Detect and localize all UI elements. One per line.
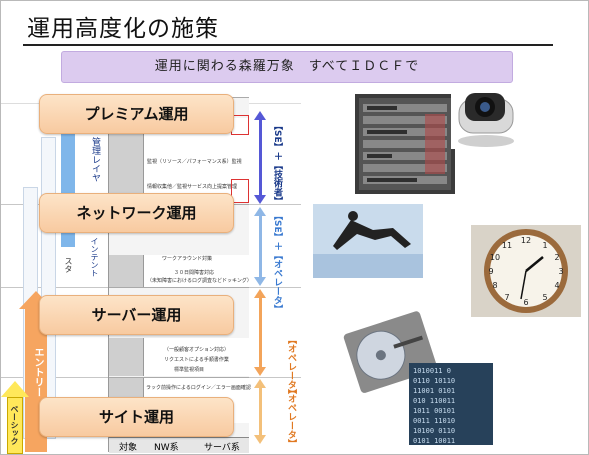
site-operation-pill: サイト運用 [39,397,234,437]
binary-code-photo: 1010011 0 0110 10110 11001 0101 010 110011… [409,363,493,445]
grid-text: （未知障害におけるログ調査などドッキング） [147,278,252,284]
camera-photo [451,89,521,149]
grid-text: （一般顧客オプション対応） [164,347,230,353]
grid-cell [109,255,144,287]
svg-text:10100 0110: 10100 0110 [413,427,455,435]
band-arrow [259,297,262,369]
band-label: 【オペレータ】 [286,335,296,398]
band-label: 【SE】＋【オペレータ】 [272,211,282,314]
footer-cell: 対象 [119,443,138,453]
band-arrowhead [254,207,266,216]
svg-text:10: 10 [490,253,500,262]
svg-text:0110 10110: 0110 10110 [413,377,455,385]
svg-text:1: 1 [542,241,547,250]
grid-text: ワークアラウンド対策 [162,256,213,262]
svg-text:7: 7 [504,293,509,302]
svg-text:11: 11 [502,241,512,250]
grid-cell: （一般顧客オプション対応） リクエストによる手順書作業 標準監視項目 [144,338,249,376]
title-divider [23,44,553,46]
svg-text:2: 2 [554,253,559,262]
svg-text:3: 3 [558,267,563,276]
footer-cell: サーバ系 [204,443,240,453]
layer-label: 管理レイヤ [90,137,100,182]
band-arrowhead [254,435,266,444]
svg-text:8: 8 [492,281,497,290]
band-arrow [259,119,262,197]
basic-column [7,397,23,454]
subtitle-banner: 運用に関わる森羅万象 すべてＩＤＣＦで [61,51,513,83]
svg-text:6: 6 [523,298,528,307]
svg-text:5: 5 [542,293,547,302]
band-arrowhead [254,277,266,286]
grid-text: リクエストによる手順書作業 [164,357,229,363]
svg-text:0011 11010: 0011 11010 [413,417,455,425]
basic-arrowhead [1,381,29,397]
server-operation-pill: サーバー運用 [39,295,234,335]
band-label: 【SE】＋【技術者】 [272,121,282,206]
grid-row: ワークアラウンド対策 ３０日間障害対応 （未知障害におけるログ調査などドッキング… [109,204,252,288]
clock-photo: 12 12 3 45 6 78 9 1011 [471,225,581,317]
svg-text:010 110011: 010 110011 [413,397,455,405]
svg-text:1011 00101: 1011 00101 [413,407,455,415]
svg-text:9: 9 [488,267,493,276]
grid-cell: ワークアラウンド対策 ３０日間障害対応 （未知障害におけるログ調査などドッキング… [144,255,252,287]
grid-text: 情報収集他／監視サービス向上提案管理 [147,184,238,190]
grid-text: 監視（リソース／パフォーマンス系）監視 [147,159,242,165]
intent-label: インテント [90,237,99,277]
entry-label: エントリー [32,347,43,397]
svg-text:1010011 0: 1010011 0 [413,367,451,375]
jumping-person-photo [313,204,423,278]
footer-cell: NW系 [154,443,179,453]
band-arrowhead [254,379,266,388]
grid-row: （一般顧客オプション対応） リクエストによる手順書作業 標準監視項目 [109,287,249,378]
band-arrow [259,215,262,279]
basic-label: ベーシック [10,405,19,445]
svg-text:11001 0101: 11001 0101 [413,387,455,395]
grid-text: ３０日間障害対応 [174,270,215,276]
grid-text: ラック前操作によるログイン／エラー画面確認 [146,385,251,391]
svg-text:12: 12 [521,236,531,245]
standard-label: スタ [64,257,73,273]
server-rack-photo [355,94,455,194]
svg-text:0101 10011: 0101 10011 [413,437,455,445]
svg-text:4: 4 [554,281,559,290]
premium-operation-pill: プレミアム運用 [39,94,234,134]
highlight-box [231,179,249,203]
grid-footer: 対象 NW系 サーバ系 [109,437,249,453]
band-arrow [259,387,262,437]
band-arrowhead [254,289,266,298]
grid-text: 標準監視項目 [174,367,205,373]
network-operation-pill: ネットワーク運用 [39,193,234,233]
band-arrowhead [254,111,266,120]
page-title: 運用高度化の施策 [27,16,219,42]
band-arrowhead [254,367,266,376]
band-arrowhead [254,195,266,204]
grid-cell [109,338,144,376]
band-label: 【オペレータ】 [286,385,296,448]
